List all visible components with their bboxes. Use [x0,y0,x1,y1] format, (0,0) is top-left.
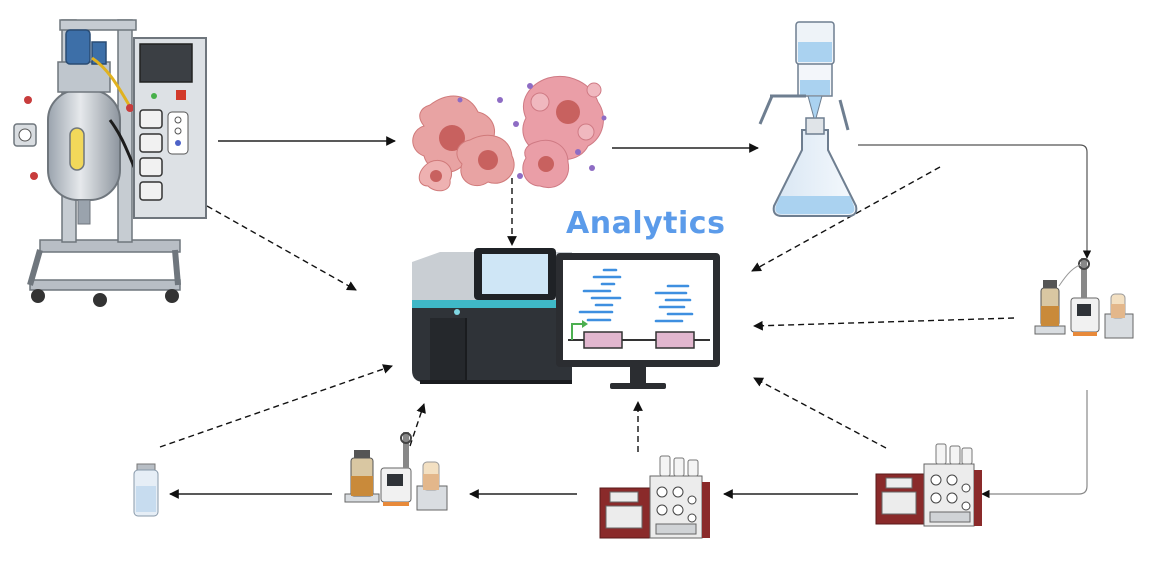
sample-arrow-hplc-right [753,377,887,449]
bioreactor-icon [13,19,207,307]
arrow-chrom-small-to-hplc [981,390,1088,499]
hplc-system-icon [599,455,710,539]
sample-arrow-filtration [751,166,941,272]
process-flow-arrows [169,136,1092,499]
arrow-filtration-to-chrom-small [858,144,1092,259]
sequence-alignment-monitor-icon [556,253,720,389]
vial-icon [133,463,159,517]
sequencer-instrument-icon [412,248,572,384]
sample-arrow-chrom-small-right [753,317,1015,331]
vacuum-filtration-flask-icon [758,21,858,217]
chromatography-system-icon [1034,258,1134,339]
analytics-title: Analytics [566,206,726,241]
cell-culture-icon [412,76,607,192]
hplc-system-icon [875,443,982,527]
sample-arrow-bioreactor [206,205,357,291]
sample-arrow-chrom-small-left [409,403,426,447]
sample-arrow-vial [159,364,393,448]
chromatography-system-icon [344,432,448,511]
sampling-arrows [159,166,1015,452]
